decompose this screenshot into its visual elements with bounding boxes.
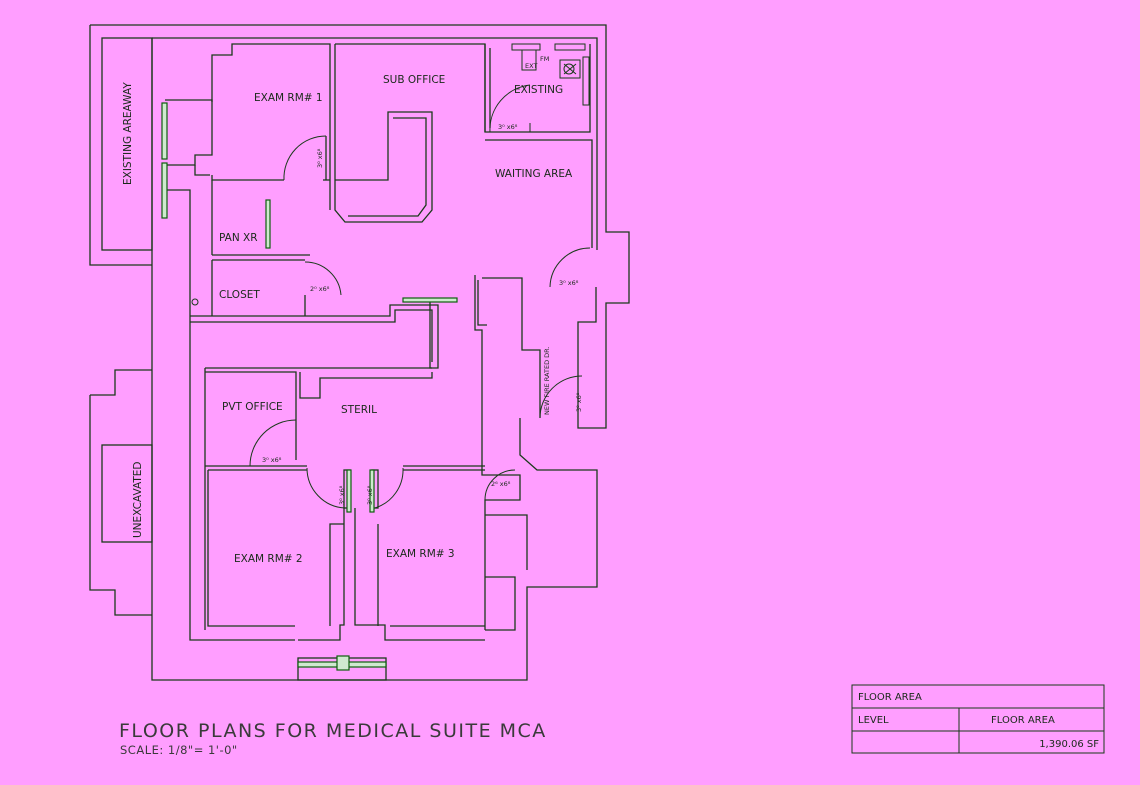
- door-tag: 3⁰ x6⁸: [498, 123, 518, 131]
- table-col-floor-area: FLOOR AREA: [991, 715, 1055, 726]
- areaway-window-upper: [161, 102, 168, 160]
- door-tag: 3⁰ x6⁸: [316, 148, 324, 168]
- room-label-closet: CLOSET: [219, 289, 260, 301]
- door-tag: 3⁰ x6⁸: [262, 456, 282, 464]
- room-label-waiting-area: WAITING AREA: [495, 168, 573, 180]
- existing-areaway: [101, 37, 153, 251]
- drawing-scale: SCALE: 1/8"= 1'-0": [120, 743, 238, 757]
- door-tag: 3⁰ x6⁸: [575, 392, 583, 412]
- interior-walls: [165, 43, 593, 681]
- floor-drain-icon: [191, 298, 199, 306]
- table-col-level: LEVEL: [858, 715, 889, 726]
- room-label-existing: EXISTING: [514, 84, 563, 96]
- label-unexcavated: UNEXCAVATED: [132, 462, 144, 538]
- room-label-exam-3: EXAM RM# 3: [386, 548, 455, 560]
- room-label-pvt-office: PVT OFFICE: [222, 401, 283, 413]
- table-floor-area-value: 1,390.06 SF: [1039, 739, 1099, 750]
- floor-area-table: FLOOR AREA LEVEL FLOOR AREA 1,390.06 SF: [851, 684, 1105, 754]
- door-swings: [249, 135, 591, 509]
- room-labels: EXAM RM# 1 SUB OFFICE EXISTING WAITING A…: [122, 74, 573, 565]
- door-tag: 2⁶ x6⁸: [491, 480, 511, 488]
- room-label-exam-2: EXAM RM# 2: [234, 553, 303, 565]
- drawing-title: FLOOR PLANS FOR MEDICAL SUITE MCA: [119, 720, 547, 742]
- door-tags: 3⁰ x6⁸ 3⁰ x6⁸ 2⁰ x6⁸ 3⁰ x6⁸ 3⁰ x6⁸ 3⁰ x6…: [262, 55, 583, 505]
- unexcavated-area: [101, 444, 153, 543]
- door-tag: 3⁰ x6⁸: [559, 279, 579, 287]
- room-label-exam-1: EXAM RM# 1: [254, 92, 323, 104]
- exterior-walls: [89, 24, 630, 681]
- door-tag: 2⁰ x6⁸: [310, 285, 330, 293]
- room-label-steril: STERIL: [341, 404, 377, 416]
- room-label-pan-xr: PAN XR: [219, 232, 258, 244]
- label-existing-areaway: EXISTING AREAWAY: [122, 82, 134, 185]
- areaway-window-lower: [161, 162, 168, 219]
- fm-tag: FM: [540, 55, 549, 63]
- fire-door-note: NEW FIRE RATED DR.: [543, 346, 551, 415]
- room-label-sub-office: SUB OFFICE: [383, 74, 445, 86]
- door-tag: 3⁰ x6⁸: [366, 485, 374, 505]
- exit-tag: EXT: [525, 62, 537, 70]
- table-heading: FLOOR AREA: [858, 692, 922, 703]
- door-tag: 3⁰ x6⁸: [338, 485, 346, 505]
